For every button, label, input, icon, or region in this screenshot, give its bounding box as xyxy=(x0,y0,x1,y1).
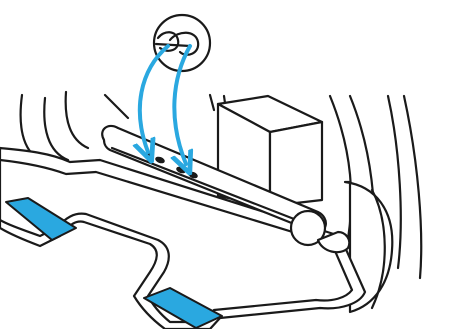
assembly-diagram xyxy=(0,0,471,329)
